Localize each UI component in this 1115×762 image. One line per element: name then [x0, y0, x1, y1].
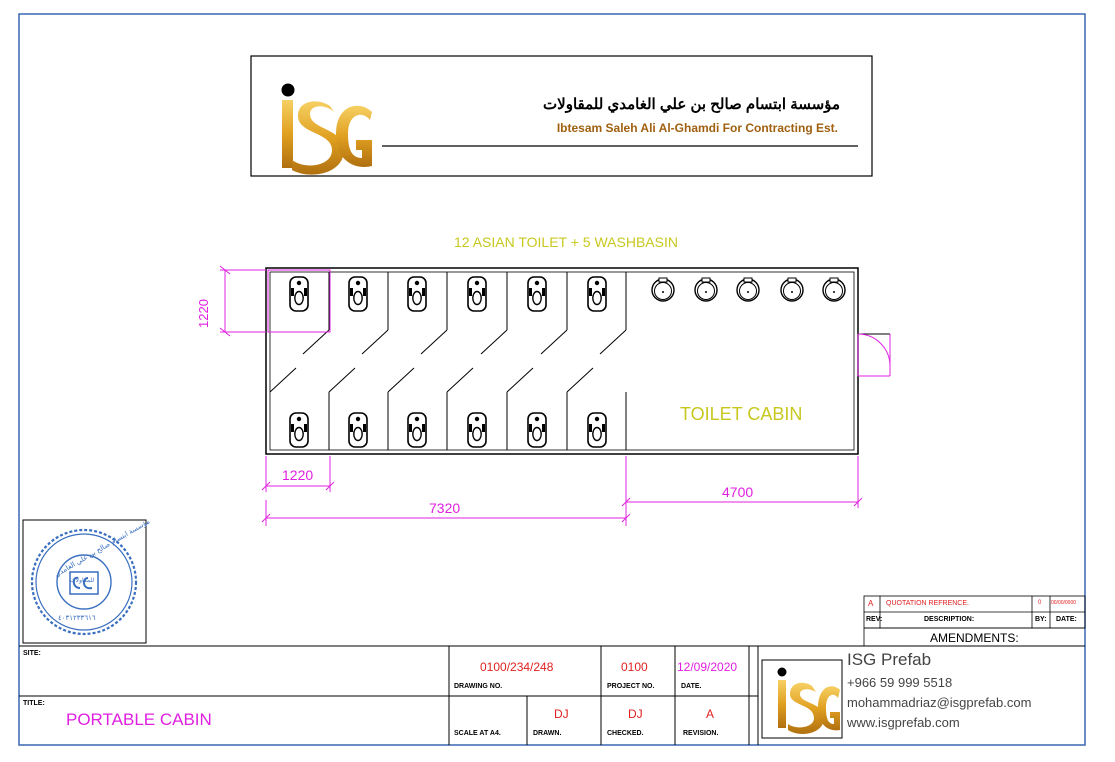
toilet-icon — [348, 412, 368, 448]
drawing-number-label: DRAWING NO. — [454, 683, 503, 690]
dimension-lines — [219, 265, 863, 526]
drawing-number: 0100/234/248 — [480, 660, 554, 674]
toilet-icon — [407, 276, 427, 312]
project-number-label: PROJECT NO. — [607, 683, 655, 690]
company-name-arabic: مؤسسة ابتسام صالح بن علي الغامدي للمقاول… — [543, 96, 840, 113]
company-phone: +966 59 999 5518 — [847, 675, 953, 690]
seal-number: ٤٠٣١٢٣٣٦١٦ — [58, 615, 96, 622]
toilet-icon — [407, 412, 427, 448]
title-value: PORTABLE CABIN — [66, 710, 212, 729]
company-seal — [30, 528, 138, 636]
company-short-name: ISG Prefab — [847, 650, 932, 669]
revision-label: REVISION. — [683, 730, 719, 737]
isg-logo-small — [777, 667, 840, 734]
dimension-cubicle: 1220 — [282, 467, 314, 483]
drawing-title: 12 ASIAN TOILET + 5 WASHBASIN — [454, 234, 678, 250]
toilet-icon — [587, 276, 607, 312]
toilet-icon — [467, 276, 487, 312]
title-label: TITLE: — [23, 700, 45, 707]
toilet-icon — [289, 276, 309, 312]
sheet-frame — [18, 13, 1086, 746]
room-label: TOILET CABIN — [680, 404, 803, 424]
revision-header-date: DATE: — [1056, 616, 1077, 623]
washbasin-icon — [736, 277, 760, 302]
drawn-label: DRAWN. — [533, 730, 562, 737]
washbasin-icon — [822, 277, 846, 302]
company-website[interactable]: www.isgprefab.com — [847, 715, 960, 730]
title-block-grid — [19, 645, 1085, 745]
company-name-english: Ibtesam Saleh Ali Al-Ghamdi For Contract… — [556, 121, 838, 135]
toilet-icon — [348, 276, 368, 312]
revision-value: A — [706, 707, 715, 721]
washbasin-icon — [780, 277, 804, 302]
revision-description: QUOTATION REFRENCE. — [886, 600, 969, 607]
stamp-box — [22, 519, 147, 644]
dimension-wash-section: 4700 — [722, 484, 754, 500]
project-number: 0100 — [621, 660, 648, 674]
isg-logo — [281, 83, 372, 175]
site-label: SITE: — [23, 650, 41, 657]
scale-label: SCALE AT A4. — [454, 730, 501, 737]
seal-inner-text: للمقاولات — [70, 578, 95, 584]
checked-label: CHECKED. — [607, 730, 644, 737]
company-email[interactable]: mohammadriaz@isgprefab.com — [847, 695, 1032, 710]
drawing-date-label: DATE. — [681, 683, 702, 690]
drawing-date: 12/09/2020 — [677, 660, 738, 674]
checked-by: DJ — [628, 707, 643, 721]
toilet-icon — [467, 412, 487, 448]
revision-rev: A — [868, 599, 874, 608]
toilet-icon — [527, 276, 547, 312]
revision-header-rev: REV: — [866, 616, 883, 623]
toilet-icon — [587, 412, 607, 448]
amendments-label: AMENDMENTS: — [930, 631, 1019, 645]
dimension-height: 1220 — [196, 299, 211, 328]
revision-by: 0 — [1038, 600, 1042, 606]
cabin-floor-plan — [265, 267, 891, 455]
drawn-by: DJ — [554, 707, 569, 721]
toilet-icon — [527, 412, 547, 448]
washbasin-icon — [694, 277, 718, 302]
revision-header-by: BY: — [1035, 616, 1047, 623]
door-icon — [857, 333, 891, 377]
washbasin-icon — [651, 277, 675, 302]
revision-date: 00/00/0000 — [1051, 600, 1077, 606]
toilet-icon — [289, 412, 309, 448]
dimension-toilet-section: 7320 — [429, 500, 461, 516]
revision-header-description: DESCRIPTION: — [924, 616, 975, 623]
